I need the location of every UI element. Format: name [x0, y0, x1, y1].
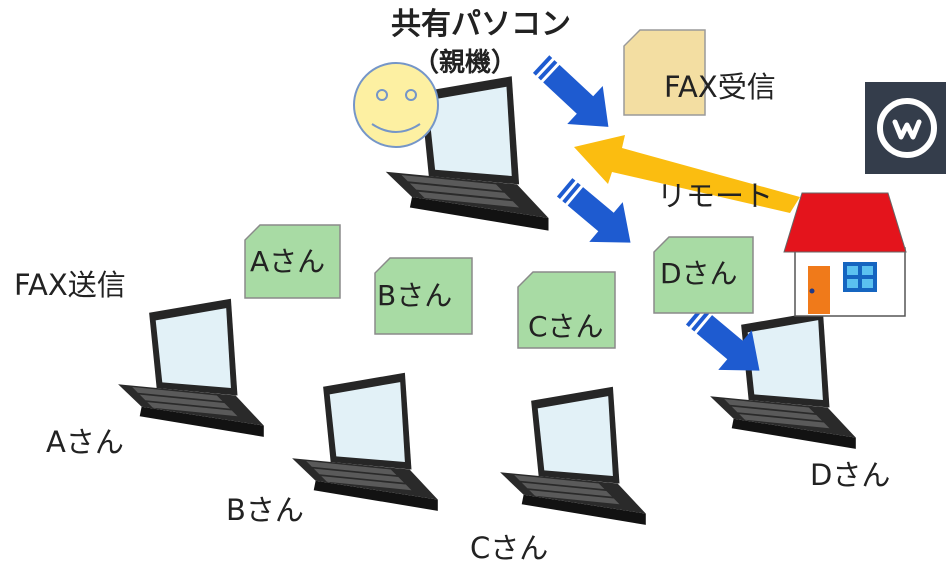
doc-c	[517, 271, 616, 349]
distribution-arrow	[556, 178, 631, 243]
remote-arrow	[574, 135, 800, 213]
doc-b-label: Bさん	[377, 279, 453, 312]
workplace-logo-icon	[865, 82, 946, 174]
doc-c-label: Cさん	[528, 310, 604, 343]
user-d-label: Dさん	[810, 458, 891, 492]
user-b-label: Bさん	[226, 493, 304, 527]
fax-received-label: FAX受信	[664, 70, 776, 104]
incoming-fax-arrow	[532, 55, 609, 127]
user-c-label: Cさん	[470, 531, 549, 565]
doc-a-label: Aさん	[250, 245, 326, 278]
house-icon	[783, 192, 907, 317]
host-title: 共有パソコン	[391, 7, 571, 42]
remote-label: リモート	[657, 179, 774, 213]
laptop-c	[500, 386, 646, 525]
doc-d	[653, 236, 754, 314]
doc-a	[244, 224, 341, 299]
doc-d-label: Dさん	[660, 257, 738, 290]
laptop-d	[710, 310, 856, 449]
smiley-face-icon	[353, 62, 439, 148]
host-subtitle: （親機）	[413, 48, 518, 78]
laptop-a	[118, 298, 264, 437]
doc-b	[374, 257, 473, 335]
user-a-label: Aさん	[46, 425, 124, 459]
fax-sent-label: FAX送信	[14, 268, 126, 302]
laptop-b	[292, 372, 438, 511]
fax-paper-icon	[623, 29, 706, 116]
